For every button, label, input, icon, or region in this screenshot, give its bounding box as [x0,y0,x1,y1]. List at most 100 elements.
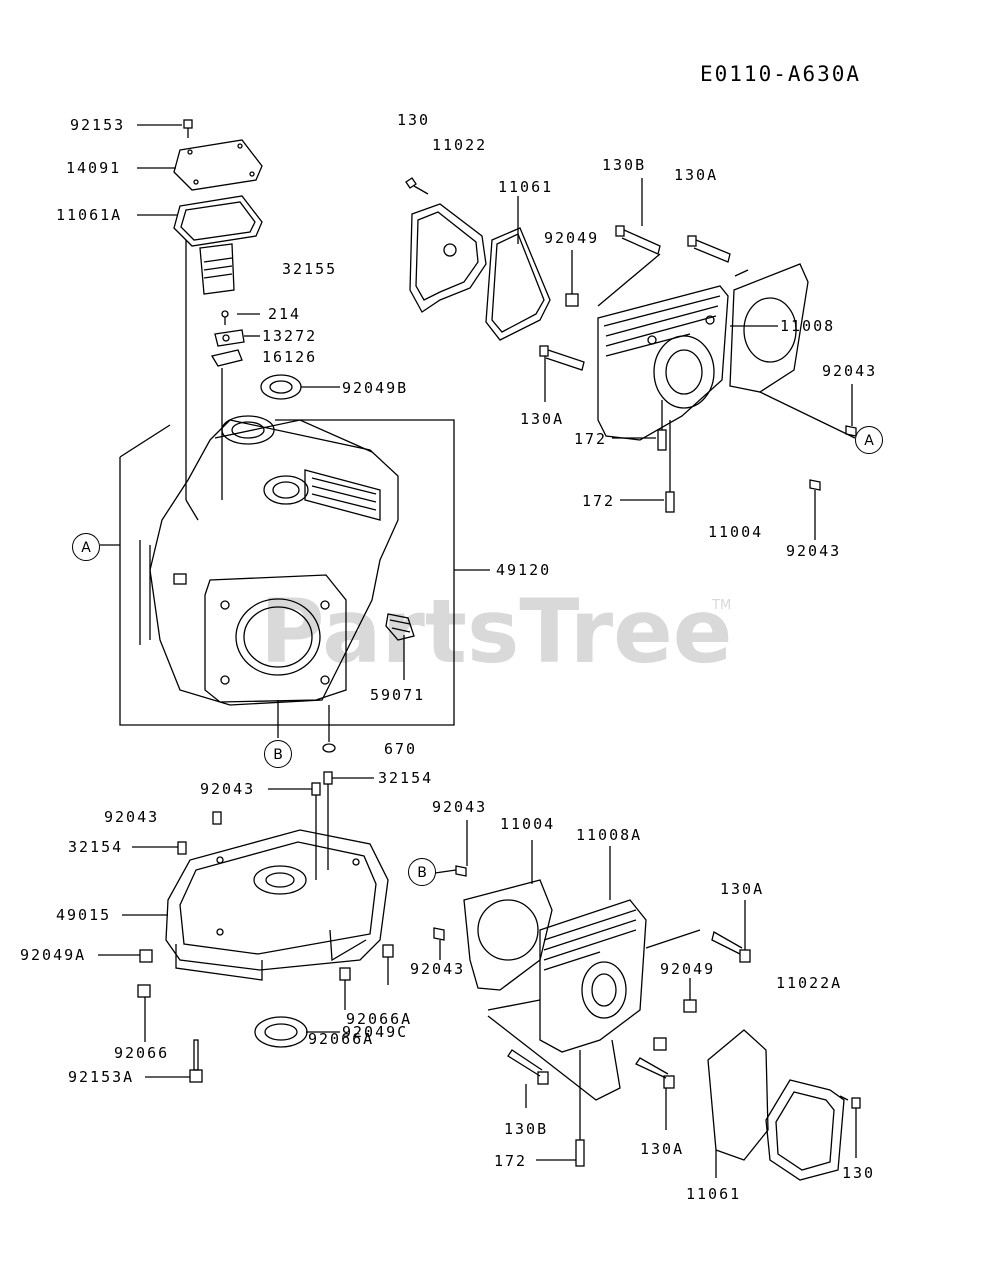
cylinder-head-11008A [539,899,647,1053]
screw-214 [221,310,229,325]
part-label: 92043 [410,960,466,978]
nut-92066 [137,984,151,998]
part-label: 14091 [66,159,122,177]
part-label: 11061 [498,178,554,196]
stud-172-a [657,429,667,451]
gasket-11004-bottom [463,879,553,991]
head-cover-11022A [765,1079,845,1181]
ref-marker-a-left: A [72,533,100,561]
part-label: 32154 [68,838,124,856]
dowel-92043-l [212,811,222,825]
part-label: 92153 [70,116,126,134]
seal-92049B [260,374,302,400]
part-label: 92049 [660,960,716,978]
crankcase-49015 [165,829,389,981]
part-label: 49015 [56,906,112,924]
bolt-130A-b2 [635,1057,675,1089]
gasket-11061 [485,227,551,341]
bolt-92153A [189,1039,203,1083]
plug-92066A-1 [339,967,351,981]
bolt-130A-b1 [711,931,751,963]
part-label: 11061A [56,206,123,224]
diagram-code: E0110-A630A [700,62,862,86]
part-label: 92049B [342,379,409,397]
nut-92049A [139,949,153,963]
stud-172-b [665,491,675,513]
bolt-130A-top [687,235,731,263]
dowel-32154-l [177,841,187,855]
nut-92049-top [565,293,579,307]
part-label: 92049A [20,946,87,964]
part-label: 130A [640,1140,685,1158]
part-label: 92153A [68,1068,135,1086]
gasket-11004-top [729,263,809,393]
part-label: 130A [674,166,719,184]
head-cover-11022 [409,203,487,313]
part-label: 92043 [432,798,488,816]
part-label: 11008 [780,317,836,335]
gasket-11061-bottom [707,1029,769,1161]
part-label: 11022 [432,136,488,154]
gasket-11061A [173,195,263,247]
seal-92049C [254,1016,308,1048]
plug-92066A-2 [382,944,394,958]
part-label: 92043 [786,542,842,560]
pin-670 [322,743,336,753]
part-label: 11022A [776,974,843,992]
plate-13272 [214,329,245,347]
part-label: 49120 [496,561,552,579]
part-label: 130A [720,880,765,898]
part-label: 59071 [370,686,426,704]
nut-92049-b [683,999,697,1013]
part-label: 130 [397,111,431,129]
bolt-130B-b [507,1049,549,1085]
part-label: 130A [520,410,565,428]
part-label: 92043 [200,780,256,798]
part-label: 214 [268,305,302,323]
part-label: 11008A [576,826,643,844]
part-label: 130B [504,1120,549,1138]
ref-marker-a-right: A [855,426,883,454]
part-label: 172 [582,492,616,510]
cylinder-head-11008 [597,285,729,441]
part-label: 172 [494,1152,528,1170]
bolt-130B-top [615,225,661,255]
breather-32155 [199,243,235,295]
part-label: 11004 [500,815,556,833]
part-label: 16126 [262,348,318,366]
plate-16126 [210,349,243,367]
ref-marker-b-top: B [264,740,292,768]
part-label: 92066 [114,1044,170,1062]
part-label: 11004 [708,523,764,541]
dowel-92043-b2 [433,927,445,941]
part-label: 13272 [262,327,318,345]
part-label: 92043 [104,808,160,826]
bolt-92153 [183,119,193,138]
dowel-92043-b1 [455,865,467,877]
part-label: 92066A [308,1030,375,1048]
nut-b2 [653,1037,667,1051]
part-label: 92049 [544,229,600,247]
part-label: 172 [574,430,608,448]
part-label: 130 [842,1164,876,1182]
part-label: 11061 [686,1185,742,1203]
cover-plate-14091 [173,139,263,191]
dowel-92043-r2 [809,479,821,491]
bolt-130A-mid [539,345,585,371]
part-label: 92043 [822,362,878,380]
part-label: 92049C [342,1023,409,1041]
dowel-32154-c [323,771,333,785]
cylinder-block-49120 [139,415,399,706]
ref-marker-b-bottom: B [408,858,436,886]
watermark-tm: TM [712,598,732,613]
part-label: 32154 [378,769,434,787]
part-label: 670 [384,740,418,758]
stud-172-bot [575,1139,585,1167]
part-label: 92066A [346,1010,413,1028]
part-label: 32155 [282,260,338,278]
part-label: 130B [602,156,647,174]
breather-plug-59071 [385,613,415,641]
dowel-92043-c [311,782,321,796]
